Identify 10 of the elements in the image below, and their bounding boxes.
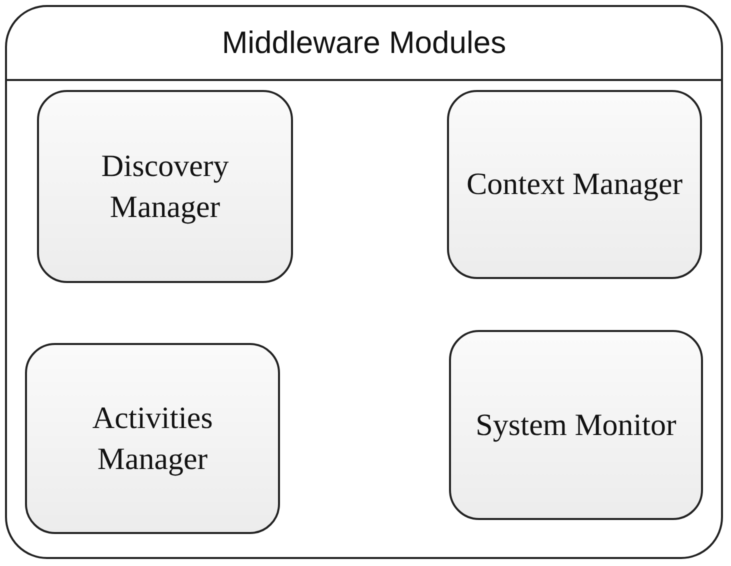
module-box	[37, 90, 293, 283]
module-box	[447, 90, 702, 279]
module-box	[25, 343, 280, 534]
module-label: System Monitor	[474, 406, 678, 444]
module-label: Context Manager	[465, 165, 684, 204]
container-title: Middleware Modules	[222, 25, 506, 61]
module-label: Discovery Manager	[100, 147, 230, 226]
module-box	[449, 330, 703, 520]
module-label: Activities Manager	[91, 399, 214, 478]
module-container	[5, 5, 723, 559]
